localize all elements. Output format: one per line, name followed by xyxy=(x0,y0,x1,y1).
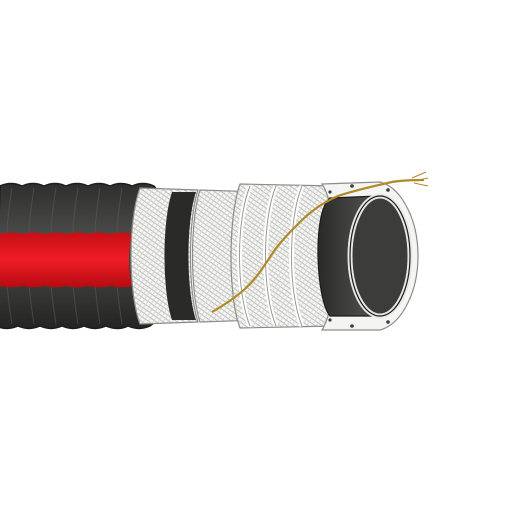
stripe-icon xyxy=(0,232,132,288)
helix-wire-outline xyxy=(239,185,251,327)
copper-wire-strands xyxy=(411,171,429,187)
cutaway-section xyxy=(130,171,429,331)
helix-wire-outline xyxy=(291,185,303,327)
copper-wire-icon xyxy=(211,178,425,313)
helix-wire-edge xyxy=(239,185,303,327)
rubber-layer-icon xyxy=(164,192,196,320)
red-identification-stripe xyxy=(0,232,132,288)
helix-wire-outline xyxy=(265,185,277,327)
ply-markers xyxy=(328,184,390,328)
tube-opening-rim xyxy=(349,195,411,317)
inner-tube xyxy=(317,193,413,319)
